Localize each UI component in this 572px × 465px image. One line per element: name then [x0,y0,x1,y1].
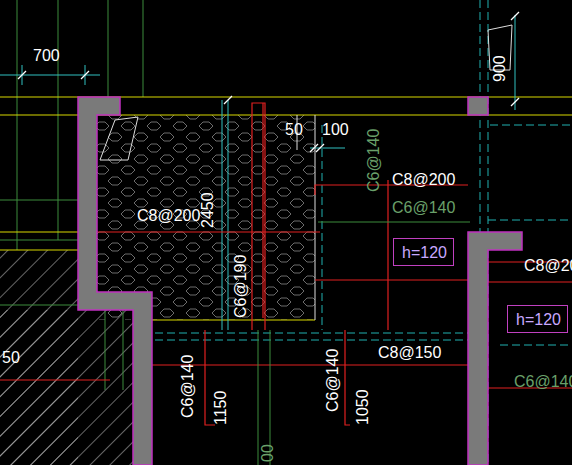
slab-thickness-box: h=120 [393,238,454,266]
vertical-annotation: 1150 [213,391,229,425]
annotation: C6@140 [514,374,572,390]
vertical-annotation: C6@190 [233,255,249,318]
annotation: C8@200 [392,172,455,188]
hex-hatch [97,115,315,320]
annotation: C8@200 [137,208,200,224]
column [468,97,488,115]
annotation: 50 [2,350,20,366]
annotation: 100 [322,122,349,138]
wall [468,232,522,465]
vertical-annotation: 2450 [200,192,216,228]
thickness-label: h=120 [402,245,445,261]
vertical-annotation: 00 [260,444,276,462]
vertical-annotation: C6@140 [180,355,196,418]
vertical-annotation: C6@140 [366,129,382,192]
slab-thickness-box: h=120 [507,305,568,333]
diag-hatch [0,310,133,465]
annotation: C8@200 [524,258,572,274]
thickness-label: h=120 [516,312,559,328]
annotation: C6@140 [392,200,455,216]
annotation: 700 [33,48,60,64]
wall [78,97,152,465]
vertical-annotation: 1050 [355,389,371,425]
vertical-annotation: C6@140 [325,349,341,412]
vertical-annotation: 900 [492,55,508,82]
annotation: C8@150 [378,345,441,361]
annotation: 50 [285,122,303,138]
